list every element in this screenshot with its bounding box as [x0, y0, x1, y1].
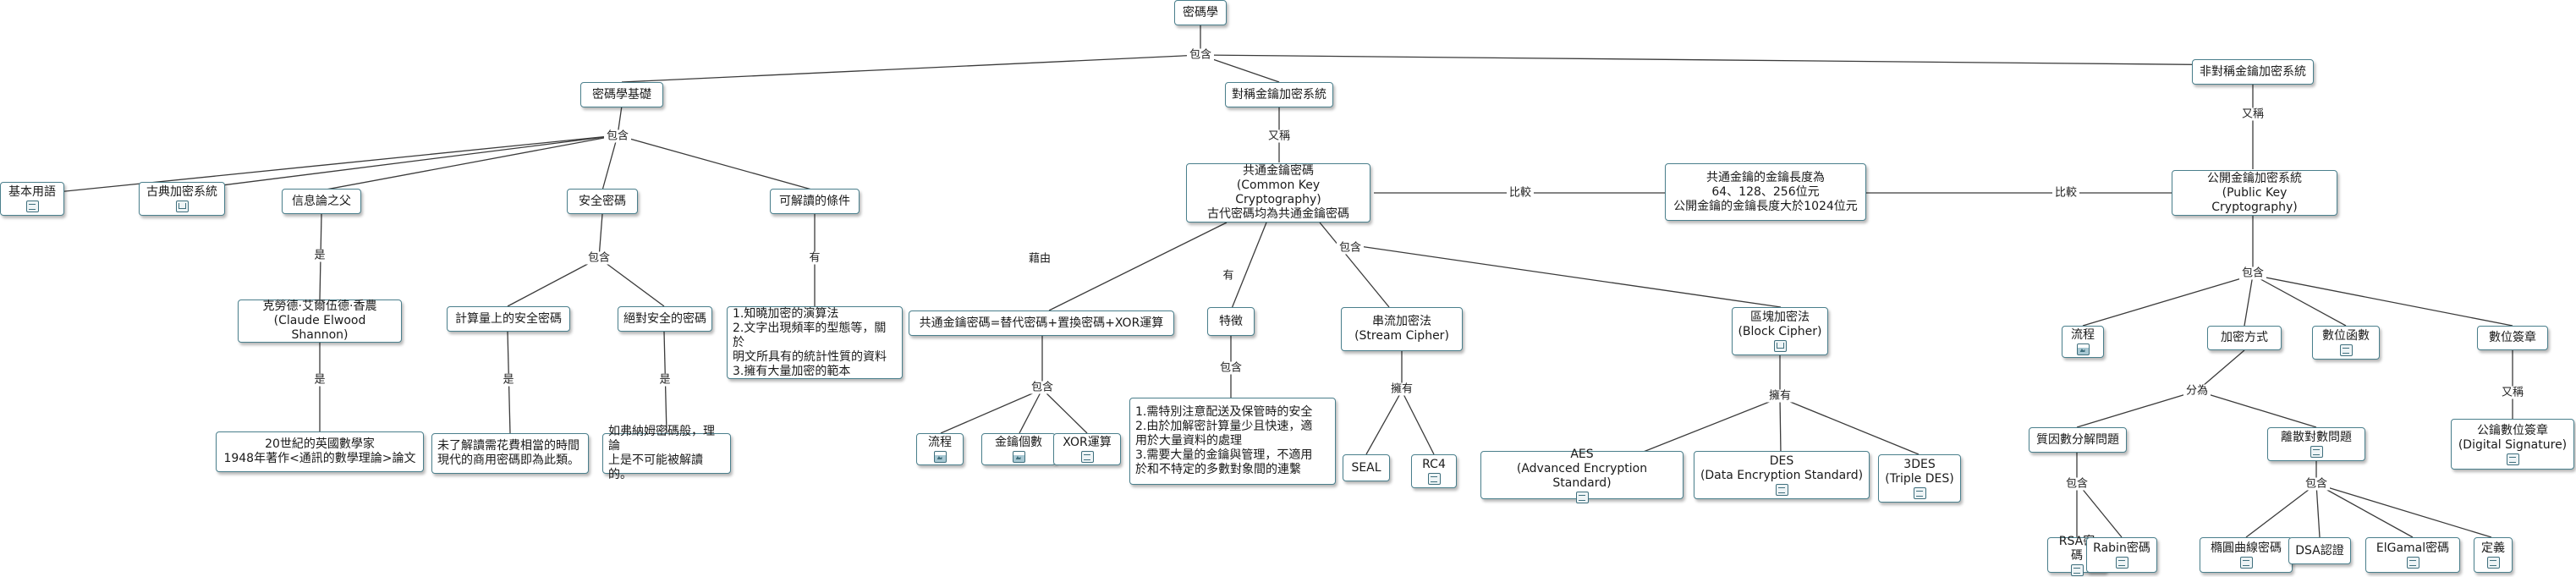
- node-common-key-cryptography[interactable]: 共通金鑰密碼 (Common Key Cryptography) 古代密碼均為共…: [1186, 163, 1370, 223]
- node-digital-signature[interactable]: 數位簽章: [2477, 326, 2548, 350]
- node-classical-systems[interactable]: 古典加密系統: [139, 182, 225, 216]
- edge-label-divided-into: 分為: [2183, 384, 2211, 398]
- node-common-key-formula[interactable]: 共通金鑰密碼=替代密碼+置換密碼+XOR運算: [909, 310, 1174, 336]
- document-icon[interactable]: [25, 201, 39, 212]
- document-icon[interactable]: [1427, 473, 1441, 485]
- image-icon[interactable]: [2076, 343, 2090, 355]
- edge-label-owns-2: 擁有: [1766, 389, 1794, 403]
- node-3des[interactable]: 3DES (Triple DES): [1878, 454, 1961, 503]
- edge-label-is-4: 是: [656, 373, 673, 387]
- node-features[interactable]: 特徵: [1207, 307, 1255, 336]
- edge-label-is-2: 是: [311, 373, 328, 387]
- node-key-length-comparison[interactable]: 共通金鑰的金鑰長度為 64、128、256位元 公開金鑰的金鑰長度大於1024位…: [1665, 163, 1866, 221]
- map-icon[interactable]: [175, 201, 189, 212]
- document-icon[interactable]: [2239, 557, 2253, 569]
- edge-label-basics-include: 包含: [603, 129, 632, 143]
- node-basic-terms[interactable]: 基本用語: [0, 182, 64, 216]
- node-des[interactable]: DES (Data Encryption Standard): [1694, 451, 1870, 499]
- edge-label-owns-1: 擁有: [1387, 382, 1416, 396]
- edge-label-is-1: 是: [311, 249, 328, 262]
- node-elliptic-curve[interactable]: 橢圓曲線密碼: [2200, 537, 2293, 573]
- node-cryptography[interactable]: 密碼學: [1174, 0, 1227, 25]
- node-seal[interactable]: SEAL: [1343, 454, 1390, 481]
- node-flow-2[interactable]: 流程: [2062, 326, 2104, 358]
- edge-label-features-include: 包含: [1217, 361, 1245, 375]
- node-rc4[interactable]: RC4: [1411, 454, 1457, 488]
- node-encryption-method[interactable]: 加密方式: [2207, 326, 2282, 350]
- edge-label-also-known-as: 又稱: [1265, 129, 1293, 143]
- node-definition[interactable]: 定義: [2474, 537, 2513, 573]
- image-icon[interactable]: [1012, 451, 1025, 463]
- node-asymmetric-system[interactable]: 非對稱金鑰加密系統: [2192, 59, 2314, 85]
- node-rabin[interactable]: Rabin密碼: [2086, 537, 2157, 573]
- node-public-key-digital-signature[interactable]: 公鑰數位簽章 (Digital Signature): [2451, 419, 2574, 470]
- document-icon[interactable]: [1913, 487, 1926, 499]
- document-icon[interactable]: [2406, 557, 2419, 569]
- node-secure-cipher[interactable]: 安全密碼: [567, 189, 638, 214]
- node-aes[interactable]: AES (Advanced Encryption Standard): [1480, 448, 1683, 503]
- node-digital-function[interactable]: 數位函數: [2312, 326, 2380, 360]
- node-xor-operation[interactable]: XOR運算: [1053, 433, 1121, 465]
- edge-label-has-2: 有: [1220, 269, 1237, 283]
- node-flow-1[interactable]: 流程: [916, 433, 964, 465]
- node-computationally-secure[interactable]: 計算量上的安全密碼: [447, 306, 570, 332]
- node-elgamal[interactable]: ElGamal密碼: [2365, 537, 2460, 573]
- document-icon[interactable]: [1080, 451, 1094, 463]
- edge-label-common-include: 包含: [1336, 241, 1365, 255]
- node-father-of-information-theory[interactable]: 信息論之父: [282, 189, 361, 214]
- node-computational-description[interactable]: 未了解讀需花費相當的時間 現代的商用密碼即為此類。: [431, 433, 589, 474]
- document-icon[interactable]: [1775, 484, 1788, 496]
- edge-label-root-include: 包含: [1186, 48, 1215, 62]
- edge-label-compare-2: 比較: [2051, 186, 2080, 200]
- document-icon[interactable]: [2486, 557, 2500, 569]
- node-symmetric-system[interactable]: 對稱金鑰加密系統: [1225, 82, 1333, 107]
- edge-label-also-known-as-3: 又稱: [2498, 386, 2527, 399]
- edge-label-is-3: 是: [500, 373, 517, 387]
- edge-label-secure-include: 包含: [585, 251, 613, 265]
- node-factorization-problem[interactable]: 質因數分解問題: [2029, 427, 2127, 453]
- edge-label-factor-include: 包含: [2062, 477, 2091, 491]
- document-icon[interactable]: [2070, 563, 2084, 576]
- document-icon[interactable]: [2339, 344, 2353, 356]
- document-icon[interactable]: [1575, 491, 1589, 503]
- edge-label-compare-1: 比較: [1506, 186, 1535, 200]
- node-discrete-log-problem[interactable]: 離散對數問題: [2267, 427, 2365, 461]
- node-shannon-description[interactable]: 20世紀的英國數學家 1948年著作<通訊的數學理論>論文: [216, 431, 424, 472]
- node-key-count[interactable]: 金鑰個數: [981, 433, 1056, 465]
- image-icon[interactable]: [933, 451, 947, 463]
- node-block-cipher[interactable]: 區塊加密法 (Block Cipher): [1732, 307, 1828, 355]
- edge-label-via: 藉由: [1025, 252, 1054, 266]
- edge-label-has: 有: [806, 251, 823, 265]
- edge-label-formula-include: 包含: [1028, 381, 1057, 394]
- edge-label-also-known-as-2: 又稱: [2238, 107, 2267, 121]
- map-icon[interactable]: [1773, 340, 1787, 352]
- node-conditions-description[interactable]: 1.知曉加密的演算法 2.文字出現頻率的型態等，關於 明文所具有的統計性質的資料…: [727, 306, 903, 379]
- node-claude-shannon[interactable]: 克勞德·艾爾伍德·香農 (Claude Elwood Shannon): [238, 299, 402, 343]
- document-icon[interactable]: [2310, 446, 2323, 458]
- node-features-description[interactable]: 1.需特別注意配送及保管時的安全 2.由於加解密計算量少且快速，適 用於大量資料…: [1129, 398, 1336, 485]
- edge-label-dlog-include: 包含: [2302, 477, 2331, 491]
- node-stream-cipher[interactable]: 串流加密法 (Stream Cipher): [1341, 307, 1463, 351]
- node-absolutely-secure[interactable]: 絕對安全的密碼: [618, 306, 712, 332]
- node-dsa[interactable]: DSA認證: [2288, 537, 2351, 564]
- node-absolute-description[interactable]: 如弗納姆密碼般，理論 上是不可能被解讀的。: [602, 425, 731, 481]
- node-public-key-cryptography[interactable]: 公開金鑰加密系統 (Public Key Cryptography): [2172, 170, 2337, 216]
- node-decipher-conditions[interactable]: 可解讀的條件: [770, 189, 860, 214]
- edge-label-public-include: 包含: [2238, 267, 2267, 280]
- document-icon[interactable]: [2506, 453, 2519, 465]
- node-crypto-basics[interactable]: 密碼學基礎: [580, 82, 663, 107]
- document-icon[interactable]: [2115, 557, 2128, 569]
